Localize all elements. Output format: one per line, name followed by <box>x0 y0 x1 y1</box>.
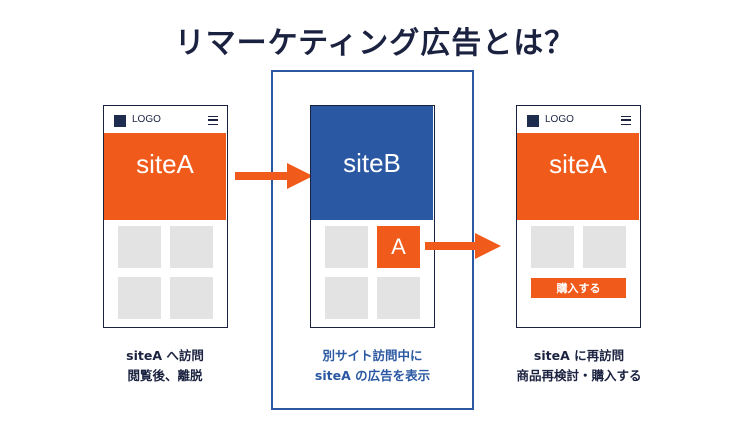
hero-banner: siteB <box>311 106 433 220</box>
caption-line: 別サイト訪問中に <box>322 348 423 363</box>
content-tile <box>170 277 213 319</box>
phone-site-b: siteB A <box>310 105 435 328</box>
buy-button[interactable]: 購入する <box>531 278 626 298</box>
content-tile <box>531 226 574 268</box>
hero-banner: siteA <box>104 133 226 220</box>
hero-text: siteB <box>343 148 401 178</box>
right-arrow-icon <box>425 233 501 259</box>
logo-square-icon <box>114 115 126 127</box>
content-tile <box>583 226 626 268</box>
content-tile <box>118 226 161 268</box>
step3-caption: siteA に再訪問 商品再検討・購入する <box>495 346 663 386</box>
content-tile <box>377 277 420 319</box>
right-arrow-icon <box>235 163 313 189</box>
content-tile <box>170 226 213 268</box>
hamburger-menu-icon <box>208 116 218 125</box>
hero-text: siteA <box>136 149 194 179</box>
caption-line: siteA に再訪問 <box>533 348 625 363</box>
step1-caption: siteA へ訪問 閲覧後、離脱 <box>90 346 240 386</box>
caption-line: siteA へ訪問 <box>126 348 204 363</box>
caption-line: siteA の広告を表示 <box>314 368 431 383</box>
page-title: リマーケティング広告とは？ <box>174 26 576 61</box>
ad-badge-text: A <box>391 234 406 259</box>
hero-banner: siteA <box>517 133 639 220</box>
phone-site-a-revisit: LOGO siteA 購入する <box>516 105 641 328</box>
content-tile <box>325 226 368 268</box>
caption-line: 閲覧後、離脱 <box>127 368 203 383</box>
logo-text: LOGO <box>132 114 161 125</box>
ad-banner: A <box>377 226 420 268</box>
hamburger-menu-icon <box>621 116 631 125</box>
logo-text: LOGO <box>545 114 574 125</box>
content-tile <box>325 277 368 319</box>
phone-site-a-visit: LOGO siteA <box>103 105 228 328</box>
logo-square-icon <box>527 115 539 127</box>
content-tile <box>118 277 161 319</box>
hero-text: siteA <box>549 149 607 179</box>
caption-line: 商品再検討・購入する <box>516 368 642 383</box>
step2-caption: 別サイト訪問中に siteA の広告を表示 <box>296 346 449 386</box>
highlight-frame <box>271 70 474 410</box>
